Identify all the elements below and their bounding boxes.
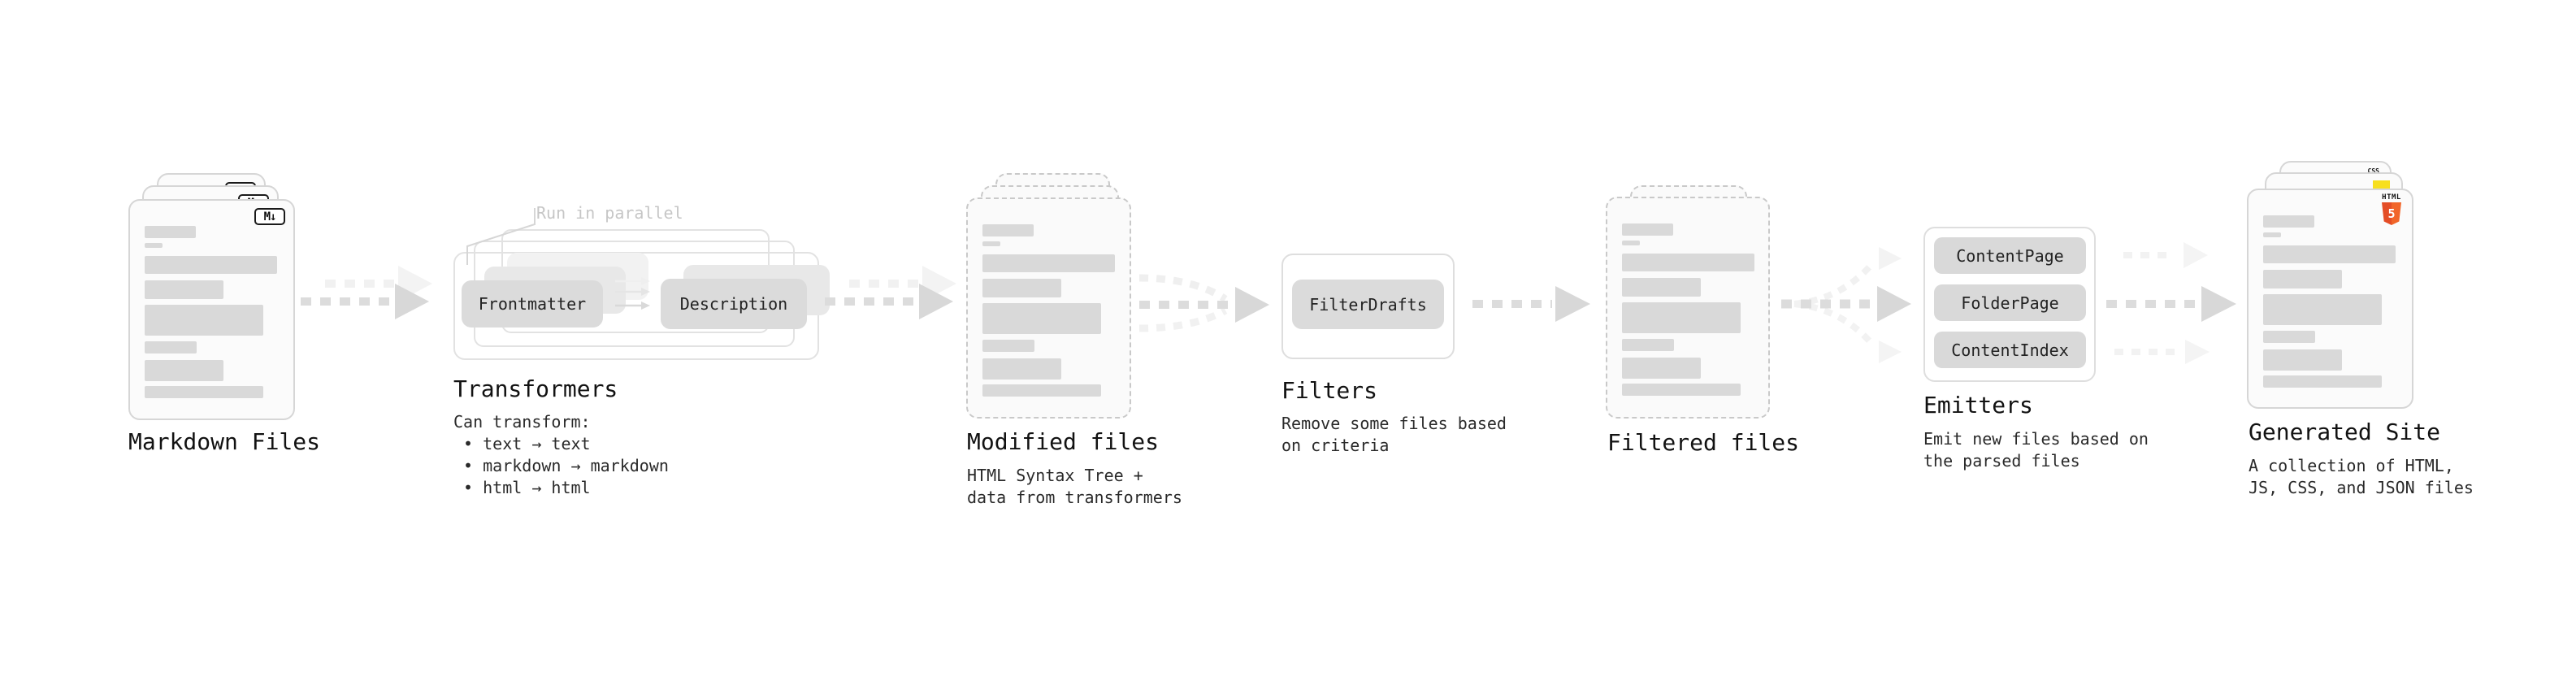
- generated-site-description: A collection of HTML, JS, CSS, and JSON …: [2249, 456, 2474, 497]
- frontmatter-chip: Frontmatter: [462, 280, 603, 327]
- transform-step-arrows-icon: [615, 277, 650, 310]
- document-text-bars: [1607, 198, 1768, 417]
- run-in-parallel-callout-line: [466, 208, 536, 265]
- markdown-file-card-front: M↓: [128, 199, 295, 420]
- run-in-parallel-annotation: Run in parallel: [536, 203, 683, 223]
- arrow-modified-to-filters-icon: [1138, 274, 1269, 332]
- arrow-markdown-to-transformers-icon: [301, 266, 432, 319]
- markdown-icon: M↓: [254, 208, 285, 225]
- document-text-bars: [2249, 190, 2412, 407]
- arrow-filters-to-filtered-icon: [1472, 286, 1590, 322]
- transformers-label: Transformers: [453, 375, 618, 402]
- emitters-label: Emitters: [1923, 392, 2033, 419]
- modified-files-label: Modified files: [967, 428, 1160, 455]
- generated-site-label: Generated Site: [2249, 419, 2441, 445]
- contentindex-chip: ContentIndex: [1934, 332, 2086, 368]
- folderpage-chip: FolderPage: [1934, 284, 2086, 321]
- arrow-emitters-to-site-icon: [2106, 242, 2236, 364]
- filterdrafts-chip: FilterDrafts: [1292, 280, 1444, 329]
- arrow-filtered-to-emitters-icon: [1781, 247, 1911, 363]
- filters-label: Filters: [1281, 377, 1378, 404]
- arrow-transformers-to-modified-icon: [825, 266, 956, 319]
- js-icon: [2373, 180, 2390, 189]
- filters-description: Remove some files based on criteria: [1281, 414, 1507, 455]
- modified-files-description: HTML Syntax Tree + data from transformer…: [967, 466, 1182, 507]
- html5-icon: HTML 5: [2381, 194, 2402, 225]
- emitters-description: Emit new files based on the parsed files: [1923, 429, 2149, 471]
- transformers-description: Can transform: • text → text • markdown …: [453, 412, 669, 497]
- filtered-files-label: Filtered files: [1607, 429, 1800, 456]
- contentpage-chip: ContentPage: [1934, 237, 2086, 274]
- document-text-bars: [130, 201, 293, 419]
- description-chip: Description: [661, 279, 807, 329]
- filtered-file-card-front: [1606, 197, 1770, 419]
- document-text-bars: [968, 199, 1130, 417]
- markdown-files-label: Markdown Files: [128, 428, 321, 455]
- modified-file-card-front: [966, 197, 1131, 419]
- site-file-card-html: HTML 5: [2247, 189, 2413, 409]
